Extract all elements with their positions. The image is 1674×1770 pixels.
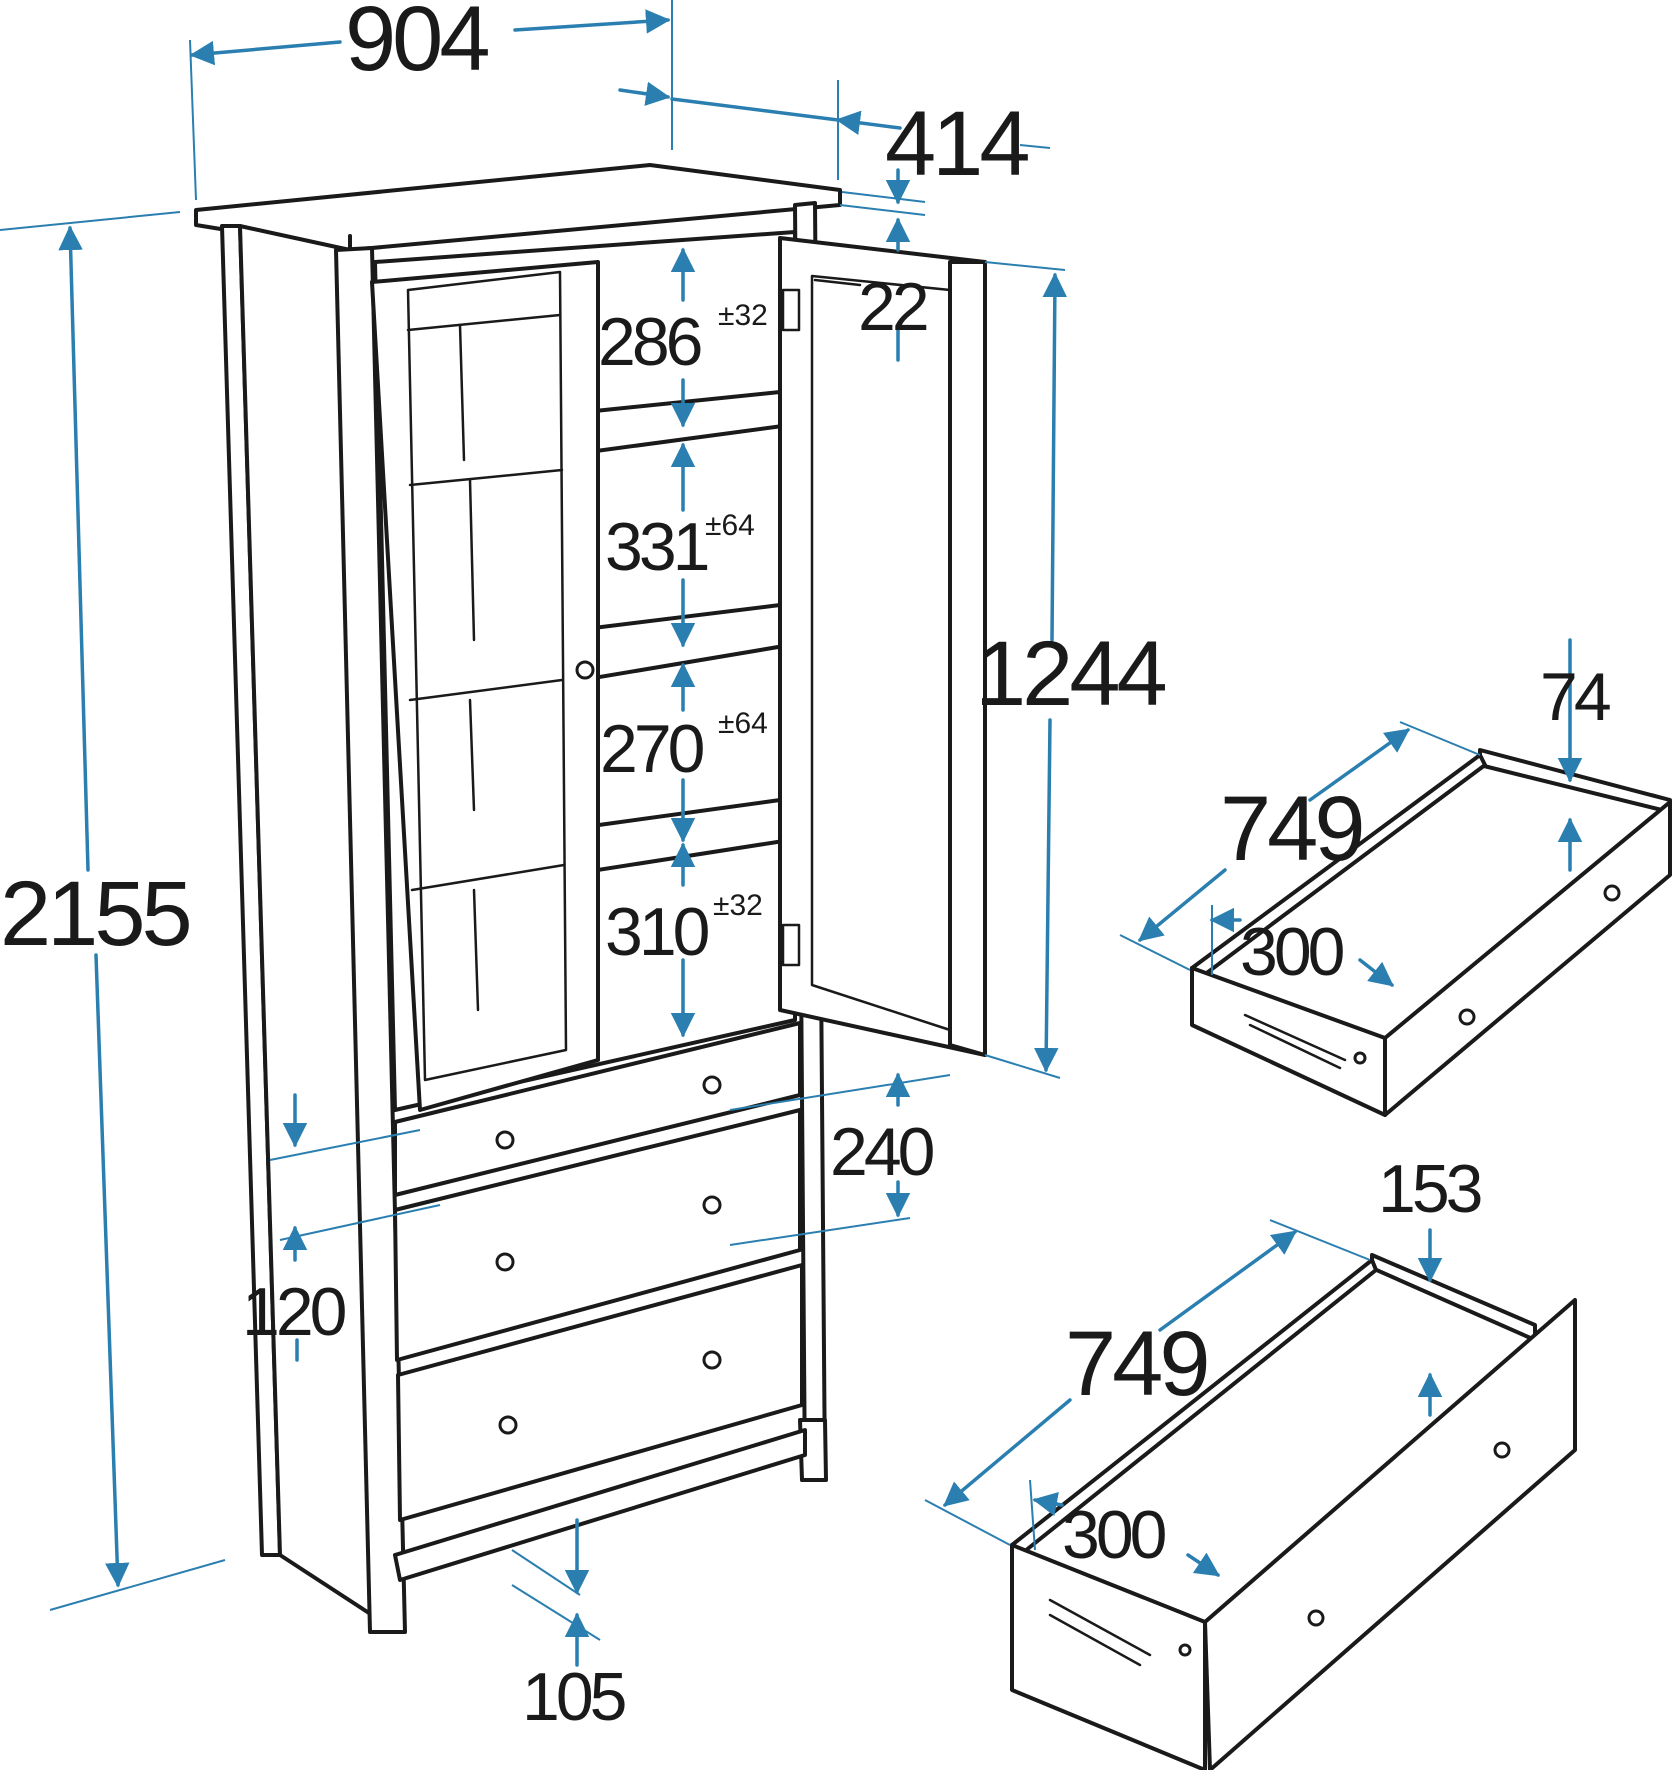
shelf-gap-2-tolerance: ±64 [705,509,755,542]
large-drawer-front-label: 240 [830,1114,934,1190]
large-drawer-height-label: 153 [1378,1151,1481,1227]
shelf-gap-4-label: 310 [605,894,709,970]
small-drawer-front-panel [1383,800,1672,1117]
hinge-bottom-icon [781,923,801,967]
small-drawer-body [1190,966,1387,1117]
small-drawer-knob-left [495,1130,515,1150]
leg-height-label: 105 [522,1659,625,1735]
small-drawer-front-label: 120 [242,1274,346,1350]
cabinet-dimensions: 904 414 2155 22 1244 286 ±32 [0,0,1169,1735]
left-door-glass [406,270,568,1082]
left-door-knob [575,660,595,680]
door-height-label: 1244 [975,623,1165,725]
cabinet-bottom-rail [393,1428,807,1582]
shelf-gap-4-tolerance: ±32 [713,889,763,922]
hinge-top-icon [781,288,801,332]
small-drawer-dimensions: 749 300 74 [1119,638,1614,990]
door-height-line [1042,272,1068,642]
small-drawer-front [393,1021,802,1197]
cabinet-front-left-stile [334,246,407,1634]
large-drawer-width-label: 300 [1062,1497,1166,1573]
large-drawer-length-label: 749 [1065,1313,1207,1415]
depth-dimension-line [618,81,671,106]
shelf-gap-3-label: 270 [600,711,704,787]
large-drawer-1-front [393,1108,802,1362]
small-drawer-knob-right [702,1075,722,1095]
shelf-gap-1-tolerance: ±32 [718,299,768,332]
right-door [778,236,987,1057]
large-drawer-body [1010,1543,1207,1770]
cabinet-drawers [393,1021,804,1522]
small-drawer-length-line-a [1138,868,1227,942]
large-drawer-detail-knob [1493,1441,1511,1459]
panel-thickness-label: 22 [858,269,927,345]
small-drawer-back [1478,748,1672,814]
large-drawer-back [1370,1253,1537,1342]
large-drawer-2-knob-left [498,1415,518,1435]
small-drawer-height-label: 74 [1540,659,1610,735]
width-dimension-line [189,40,342,66]
small-drawer-length-label: 749 [1220,778,1362,880]
large-drawer-dimensions: 749 300 153 [924,1151,1485,1577]
left-door [370,260,600,1112]
left-door-frame [370,260,600,1112]
large-drawer-2-knob-right [702,1350,722,1370]
shelf-gap-2-label: 331 [605,509,708,585]
height-label: 2155 [0,863,189,965]
large-drawer-front-panel [1203,1298,1577,1770]
large-drawer-2-front [396,1263,804,1522]
large-drawer-1-knob-right [702,1195,722,1215]
shelf-gap-1-label: 286 [598,304,701,380]
height-dimension-line [58,225,90,872]
large-drawer-length-line-a [943,1398,1072,1507]
shelf-gap-3-tolerance: ±64 [718,707,768,740]
cabinet-drawing [194,163,987,1634]
depth-label: 414 [885,93,1028,195]
small-drawer-width-label: 300 [1240,914,1344,990]
small-drawer-detail-knob [1603,884,1621,902]
large-drawer-1-knob-left [495,1252,515,1272]
width-label: 904 [345,0,488,90]
large-drawer-width-line [1032,1491,1064,1517]
large-drawer-detail [1010,1253,1577,1770]
